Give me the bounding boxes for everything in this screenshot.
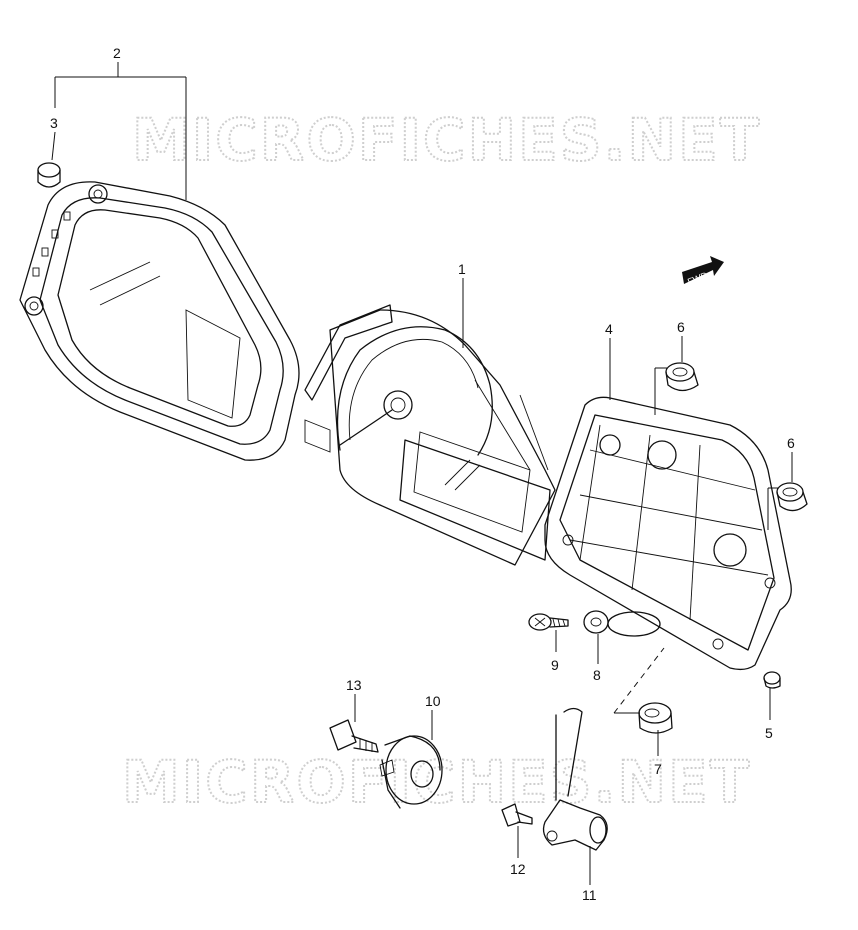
- callout-6-right: 6: [787, 435, 795, 451]
- callout-5: 5: [765, 725, 773, 741]
- watermark-bottom: MICROFICHES.NET: [122, 748, 751, 816]
- meter-case-part-4: [544, 396, 792, 671]
- cushion-part-6-upper: [665, 362, 699, 392]
- watermark-top: MICROFICHES.NET: [132, 106, 761, 174]
- screw-part-9: [528, 613, 569, 631]
- grommet-part-3: [37, 162, 61, 188]
- callout-labels: 2 3 1 4 6 6 5 9 8 7 10 13 12 11: [50, 45, 795, 903]
- meter-cover-part-2: [19, 181, 300, 461]
- cushion-part-7: [638, 702, 673, 734]
- callout-13: 13: [346, 677, 362, 693]
- bolt-part-12: [501, 803, 533, 827]
- callout-1: 1: [458, 261, 466, 277]
- meter-assembly-part-1: [304, 304, 556, 566]
- callout-3: 3: [50, 115, 58, 131]
- callout-10: 10: [425, 693, 441, 709]
- callout-4: 4: [605, 321, 613, 337]
- washer-part-8: [583, 610, 609, 634]
- callout-12: 12: [510, 861, 526, 877]
- bolt-part-13: [329, 719, 379, 753]
- speed-sensor-part-11: [542, 707, 608, 851]
- callout-9: 9: [551, 657, 559, 673]
- callout-8: 8: [593, 667, 601, 683]
- forward-direction-arrow: FWD: [682, 256, 724, 287]
- screw-part-5: [763, 671, 781, 689]
- callout-11: 11: [582, 887, 597, 903]
- bushing-part-10: [379, 735, 443, 809]
- leader-lines: [51, 62, 793, 885]
- callout-6-upper: 6: [677, 319, 685, 335]
- callout-2: 2: [113, 45, 121, 61]
- callout-7: 7: [654, 761, 662, 777]
- cushion-part-6-right: [776, 482, 808, 512]
